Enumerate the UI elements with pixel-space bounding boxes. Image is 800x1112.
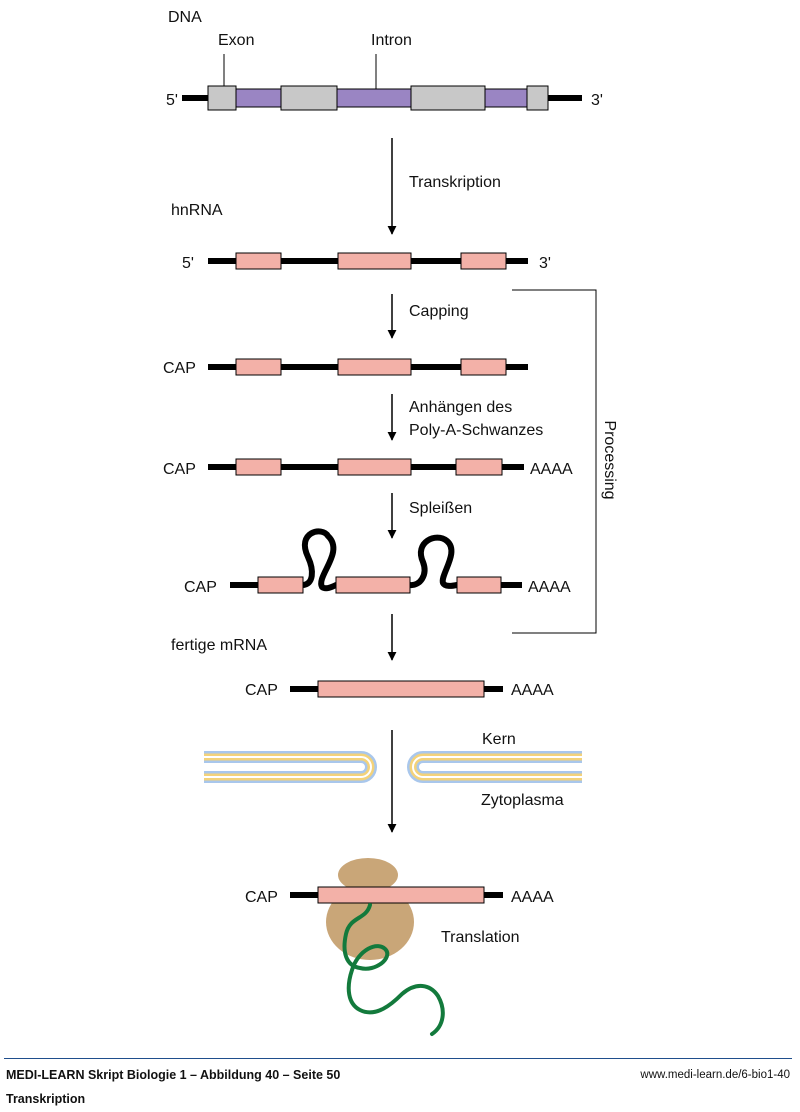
kern-label: Kern bbox=[482, 731, 516, 748]
splicing-exon-2 bbox=[335, 576, 411, 594]
mrna-cap-label: CAP bbox=[245, 682, 278, 699]
translation-mrna-coding bbox=[317, 886, 485, 904]
fertige-mrna-label: fertige mRNA bbox=[171, 637, 267, 654]
splicing-exon-3 bbox=[456, 576, 502, 594]
membrane-left-inner bbox=[204, 753, 375, 781]
dna-label: DNA bbox=[168, 9, 202, 26]
polya-rna-section: CAP AAAA bbox=[163, 458, 573, 478]
polya-exon-1 bbox=[235, 458, 282, 476]
capped-exon-1 bbox=[235, 358, 282, 376]
splicing-tail-label: AAAA bbox=[528, 579, 571, 596]
exon-label: Exon bbox=[218, 32, 254, 49]
capped-exon-2 bbox=[337, 358, 412, 376]
membrane-right-core bbox=[412, 756, 582, 778]
hnrna-section: hnRNA 5' 3' bbox=[171, 202, 551, 272]
dna-intron-band bbox=[207, 88, 549, 108]
splicing-exon-1 bbox=[257, 576, 304, 594]
footer-source: MEDI-LEARN Skript Biologie 1 – Abbildung… bbox=[6, 1068, 341, 1082]
capped-exon-3 bbox=[460, 358, 507, 376]
intron-label: Intron bbox=[371, 32, 412, 49]
intron-loop-1 bbox=[299, 528, 339, 592]
dna-five-prime: 5' bbox=[166, 92, 178, 109]
polya-exon-2 bbox=[337, 458, 412, 476]
processing-bracket bbox=[512, 289, 597, 634]
mrna-coding-region bbox=[317, 680, 485, 698]
footer-title: Transkription bbox=[6, 1092, 86, 1106]
processing-label: Processing bbox=[601, 420, 618, 499]
translation-label: Translation bbox=[441, 929, 520, 946]
membrane-left-core bbox=[204, 756, 372, 778]
membrane-right-inner bbox=[409, 753, 582, 781]
dna-exon-4 bbox=[526, 85, 549, 111]
capped-rna-section: CAP bbox=[163, 358, 528, 377]
spleissen-label: Spleißen bbox=[409, 500, 472, 517]
hnrna-label: hnRNA bbox=[171, 202, 223, 219]
translation-tail-label: AAAA bbox=[511, 889, 554, 906]
dna-exon-3 bbox=[410, 85, 486, 111]
splicing-section: CAP AAAA bbox=[184, 528, 571, 596]
footer-rule bbox=[4, 1058, 792, 1059]
transkription-label: Transkription bbox=[409, 174, 501, 191]
dna-exon-2 bbox=[280, 85, 338, 111]
anhaengen-label-line2: Poly-A-Schwanzes bbox=[409, 422, 543, 439]
dna-three-prime: 3' bbox=[591, 92, 603, 109]
translation-cap-label: CAP bbox=[245, 889, 278, 906]
polya-cap-label: CAP bbox=[163, 461, 196, 478]
hnrna-exon-1 bbox=[235, 252, 282, 270]
footer-url: www.medi-learn.de/6-bio1-40 bbox=[640, 1069, 790, 1081]
polya-tail-label: AAAA bbox=[530, 461, 573, 478]
capping-label: Capping bbox=[409, 303, 469, 320]
dna-exon-1 bbox=[207, 85, 237, 111]
hnrna-exon-3 bbox=[460, 252, 507, 270]
polypeptide-chain bbox=[342, 903, 445, 1036]
anhaengen-label-line1: Anhängen des bbox=[409, 399, 512, 416]
hnrna-five-prime: 5' bbox=[182, 255, 194, 272]
zytoplasma-label: Zytoplasma bbox=[481, 792, 564, 809]
nuclear-membrane bbox=[204, 751, 582, 783]
splicing-cap-label: CAP bbox=[184, 579, 217, 596]
mrna-tail-label: AAAA bbox=[511, 682, 554, 699]
translation-section: CAP AAAA Translation bbox=[245, 858, 554, 1036]
hnrna-three-prime: 3' bbox=[539, 255, 551, 272]
polya-exon-3 bbox=[455, 458, 503, 476]
intron-loop-2 bbox=[407, 534, 460, 589]
ribosome-small-subunit bbox=[338, 858, 398, 892]
dna-section: DNA Exon Intron 5' 3' bbox=[166, 9, 603, 111]
capped-cap-label: CAP bbox=[163, 360, 196, 377]
mature-mrna-section: CAP AAAA bbox=[245, 680, 554, 699]
hnrna-exon-2 bbox=[337, 252, 412, 270]
